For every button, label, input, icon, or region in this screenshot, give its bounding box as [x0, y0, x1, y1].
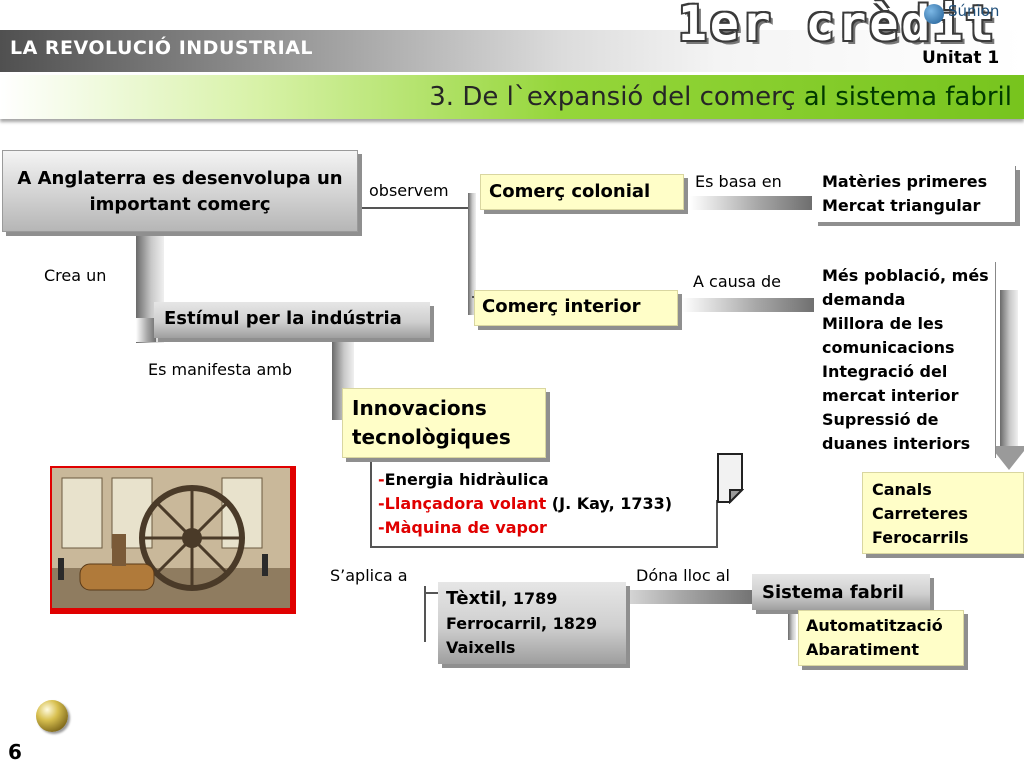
- innovation-item-2-text: -Llançadora volant: [378, 494, 547, 513]
- connector-bracket: [468, 193, 476, 315]
- section-title-part1: 3. De l`expansió del comerç: [429, 82, 796, 112]
- interior-detail-2: demanda: [822, 290, 906, 309]
- bullet-ball-icon[interactable]: [36, 700, 68, 732]
- box-sistema-detail: [798, 610, 964, 666]
- innovation-dash: -: [378, 470, 385, 489]
- globe-logo-icon: [924, 4, 944, 24]
- logo-text: Súnion: [948, 2, 1000, 20]
- connector-saplica: [424, 586, 426, 642]
- label-es-manifesta-amb: Es manifesta amb: [148, 360, 293, 379]
- interior-detail-4: comunicacions: [822, 338, 955, 357]
- interior-detail-8: duanes interiors: [822, 434, 971, 453]
- canals-item-2: Carreteres: [872, 504, 968, 523]
- sistema-detail-1: Automatització: [806, 616, 943, 635]
- innovation-item-1-text: Energia hidràulica: [384, 470, 549, 489]
- connector-colonial-detail: [690, 196, 812, 210]
- slide-number: 6: [8, 740, 22, 764]
- innovation-item-1: -Energia hidràulica: [378, 470, 549, 489]
- label-observem: observem: [369, 181, 449, 200]
- colonial-detail-2: Mercat triangular: [822, 196, 981, 215]
- box-colonial-detail: [814, 166, 1016, 222]
- textil-year: , 1789: [501, 589, 558, 608]
- main-box: [2, 150, 358, 232]
- box-colonial: [480, 174, 684, 210]
- textil-line-1: Tèxtil, 1789: [446, 588, 557, 609]
- connector-innov-left: [370, 460, 372, 548]
- box-interior-label: Comerç interior: [482, 296, 641, 317]
- course-title: LA REVOLUCIÓ INDUSTRIAL: [10, 37, 314, 59]
- factory-picture: [52, 468, 290, 608]
- interior-detail-7: Supressió de: [822, 410, 939, 429]
- header-band: [0, 30, 1024, 72]
- section-band: [0, 75, 1024, 119]
- connector-arrow-down: [1000, 290, 1018, 458]
- box-innovacions-line1: Innovacions: [352, 396, 487, 420]
- note-icon: [717, 453, 744, 504]
- logo: Súnion: [924, 2, 1022, 28]
- connector-main-estimul-h: [136, 318, 156, 342]
- connector-saplica-h: [424, 592, 438, 594]
- factory-illustration: [52, 468, 290, 608]
- box-innovacions-line2: tecnològiques: [352, 425, 511, 449]
- unit-label: Unitat 1: [922, 48, 1000, 68]
- section-title: 3. De l`expansió del comerç al sistema f…: [429, 82, 1012, 112]
- innovation-item-2-extra: (J. Kay, 1733): [546, 494, 673, 513]
- connector-observem: [360, 207, 472, 209]
- canals-item-3: Ferocarrils: [872, 528, 969, 547]
- label-dona-lloc-al: Dóna lloc al: [636, 566, 730, 585]
- section-title-part2: al sistema fabril: [795, 82, 1012, 112]
- connector-innov-bottom: [370, 546, 718, 548]
- label-saplica-a: S’aplica a: [330, 566, 408, 585]
- sistema-detail-2: Abaratiment: [806, 640, 920, 659]
- connector-sistema-down: [788, 604, 796, 640]
- box-estimul: [154, 302, 430, 338]
- box-innovacions: [342, 388, 546, 458]
- textil-line-2: Ferrocarril, 1829: [446, 614, 598, 633]
- box-interior: [474, 290, 678, 326]
- box-colonial-label: Comerç colonial: [489, 181, 651, 202]
- connector-textil-sistema: [582, 590, 760, 604]
- label-a-causa-de: A causa de: [693, 272, 781, 291]
- textil-line-3: Vaixells: [446, 638, 516, 657]
- interior-detail-1: Més població, més: [822, 266, 989, 285]
- box-sistema-fabril: [752, 574, 930, 610]
- textil-title: Tèxtil: [446, 588, 502, 609]
- interior-detail-6: mercat interior: [822, 386, 959, 405]
- box-sistema-fabril-label: Sistema fabril: [762, 582, 904, 603]
- interior-detail-3: Millora de les: [822, 314, 944, 333]
- canals-item-1: Canals: [872, 480, 932, 499]
- innovation-item-3: -Màquina de vapor: [378, 518, 547, 537]
- box-estimul-label: Estímul per la indústria: [164, 308, 402, 329]
- main-box-label: A Anglaterra es desenvolupa un important…: [17, 168, 343, 215]
- label-es-basa-en: Es basa en: [695, 172, 782, 191]
- innovation-item-2: -Llançadora volant (J. Kay, 1733): [378, 494, 672, 513]
- colonial-detail-1: Matèries primeres: [822, 172, 988, 191]
- label-crea-un: Crea un: [44, 266, 107, 285]
- interior-detail-5: Integració del: [822, 362, 948, 381]
- box-textil: [438, 582, 626, 664]
- box-interior-detail: [814, 262, 996, 458]
- connector-innov-right: [716, 500, 718, 548]
- connector-interior-detail: [682, 298, 816, 312]
- arrow-down-icon: [990, 446, 1024, 470]
